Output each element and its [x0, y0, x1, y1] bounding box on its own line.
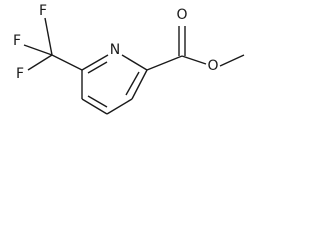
bond-ring-c4-c3	[106, 98, 133, 115]
bond-cf3-f-top	[44, 17, 53, 56]
atom-label-carbonyl-oxygen: O	[176, 7, 187, 23]
bond-cf3-f-left	[23, 44, 53, 56]
bond-ring-c5-c4-inner	[87, 95, 108, 108]
atom-label-fluorine-bottom: F	[16, 66, 24, 82]
bond-ring-n-c6-inner	[87, 61, 108, 74]
bond-ring-c5-c4	[81, 98, 108, 115]
atom-label-fluorine-top: F	[39, 3, 47, 19]
atom-label-ester-oxygen: O	[207, 58, 218, 74]
atom-label-fluorine-left: F	[13, 33, 21, 49]
bond-ring-n-c6	[81, 54, 109, 71]
bond-ring-c3-c2-inner	[125, 71, 140, 96]
chemical-structure-diagram: N O O F F F	[13, 3, 245, 115]
bond-c6-cf3-carbon	[51, 54, 83, 71]
bond-carbonyl-ester-oxygen	[181, 55, 207, 65]
bond-cf3-f-bottom	[27, 54, 53, 71]
bond-ring-c3-c2	[131, 69, 148, 100]
bond-ring-c2-n	[121, 54, 148, 71]
atom-label-ring-nitrogen: N	[110, 42, 120, 58]
bond-ester-oxygen-methyl	[219, 54, 245, 67]
bond-c2-carbonyl-carbon	[146, 55, 183, 71]
